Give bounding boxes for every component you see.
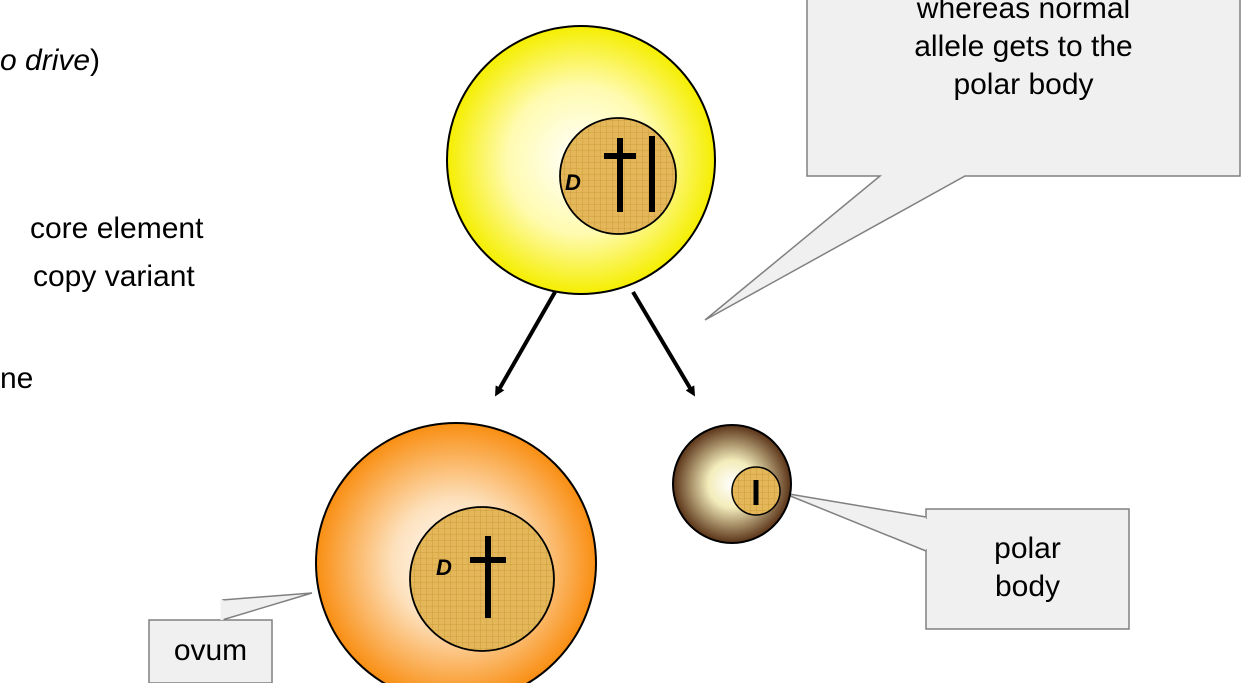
callout-polar-line-1: polar bbox=[994, 532, 1061, 565]
drive-chromosome-ovum bbox=[470, 536, 506, 618]
callout-top-right-line-1: whereas normal bbox=[916, 0, 1131, 25]
label-d-ovum: D bbox=[436, 555, 452, 580]
drive-chromosome-top bbox=[604, 138, 636, 212]
callout-polar-body-text: polar body bbox=[926, 530, 1129, 606]
arrow-to-ovum bbox=[495, 291, 557, 397]
text-line-1-tail: ) bbox=[90, 44, 101, 77]
callout-polar-body bbox=[782, 492, 1130, 630]
ovum-cell bbox=[315, 422, 597, 683]
callout-ovum bbox=[148, 592, 313, 683]
ovum-nucleus bbox=[409, 506, 555, 652]
callout-ovum-text: ovum bbox=[173, 634, 248, 667]
callout-top-right-text: whereas normal allele gets to the polar … bbox=[807, 0, 1240, 104]
text-line-1-italic: o drive bbox=[0, 44, 91, 77]
text-line-3: copy variant bbox=[33, 260, 195, 293]
callout-polar-line-2: body bbox=[994, 570, 1061, 603]
top-cell bbox=[446, 25, 716, 295]
text-line-4: ne bbox=[0, 362, 34, 395]
label-d-top: D bbox=[565, 170, 581, 195]
arrow-to-polar-body bbox=[631, 290, 696, 397]
callout-top-right bbox=[704, 0, 1241, 321]
polar-body-cell bbox=[672, 424, 792, 544]
callout-top-right-line-2: allele gets to the bbox=[914, 30, 1133, 63]
text-line-1: o drive) bbox=[0, 44, 100, 78]
callout-top-right-line-3: polar body bbox=[953, 68, 1094, 101]
text-line-2: core element bbox=[30, 212, 204, 245]
